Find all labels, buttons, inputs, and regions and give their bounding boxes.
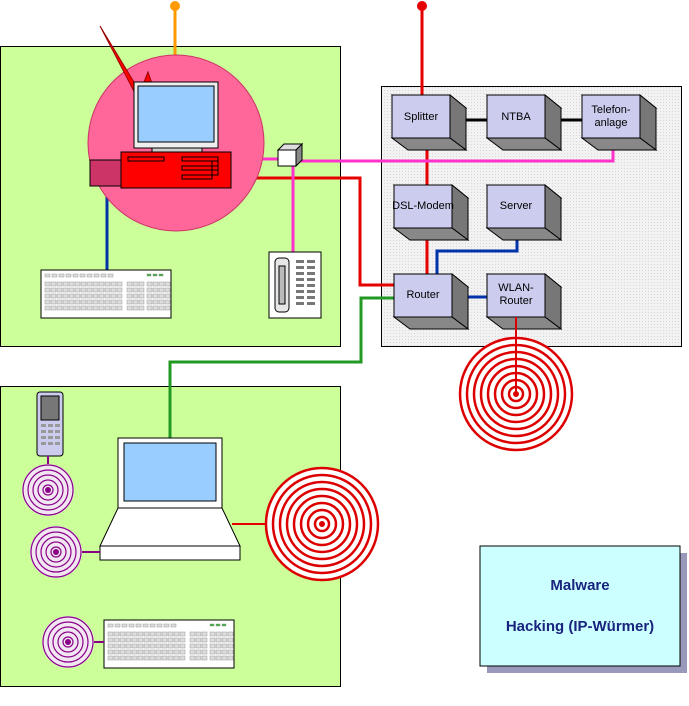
splitter-label: Splitter — [404, 111, 439, 123]
signal-ring — [313, 515, 331, 533]
ntba-box: NTBA — [485, 93, 563, 151]
signal-ring — [52, 626, 84, 658]
signal-ring — [285, 487, 359, 561]
laptop-icon — [99, 437, 241, 561]
signal-ring — [299, 501, 345, 547]
wlan-router-label-2: Router — [499, 295, 532, 307]
ntba-label: NTBA — [501, 111, 531, 123]
signal-ring — [278, 480, 366, 568]
dsl-modem-box: DSL-Modem — [392, 183, 470, 241]
router-box: Router — [392, 272, 470, 330]
tae-socket-icon — [276, 142, 304, 168]
laptop-wlan-signal — [264, 466, 380, 582]
signal-ring — [32, 474, 64, 506]
info-hacking: Hacking (IP-Würmer) — [506, 618, 654, 635]
desk-phone-icon — [268, 251, 322, 319]
dsl-modem-label: DSL-Modem — [392, 200, 454, 212]
red-antenna — [417, 1, 427, 96]
signal-ring — [57, 631, 79, 653]
keyboard-wireless-signal — [42, 616, 94, 668]
wlan-router-box: WLAN- Router — [485, 272, 563, 330]
router-label: Router — [406, 289, 439, 301]
laptop-bluetooth-signal — [30, 526, 82, 578]
info-box: Malware Hacking (IP-Würmer) — [479, 545, 687, 673]
wlan-router-label-1: WLAN- — [498, 282, 534, 294]
signal-ring — [42, 616, 94, 668]
pc-keyboard-icon — [40, 269, 172, 319]
pc-icon — [89, 81, 232, 189]
signal-ring — [271, 473, 373, 575]
signal-ring — [42, 484, 54, 496]
telefonanlage-label-1: Telefon- — [591, 104, 630, 116]
signal-ring — [264, 466, 380, 582]
telefonanlage-box: Telefon- anlage — [580, 93, 658, 151]
signal-ring — [50, 546, 62, 558]
info-malware: Malware — [550, 577, 609, 594]
server-box: Server — [485, 183, 563, 241]
signal-ring — [35, 531, 77, 573]
signal-ring — [292, 494, 352, 554]
splitter-box: Splitter — [390, 93, 468, 151]
signal-ring — [27, 469, 69, 511]
mobile-keyboard-icon — [103, 619, 235, 669]
signal-ring — [45, 541, 67, 563]
signal-ring — [30, 526, 82, 578]
signal-ring — [62, 636, 74, 648]
signal-ring — [47, 621, 89, 663]
server-label: Server — [500, 200, 533, 212]
signal-ring — [37, 479, 59, 501]
cable-server-router — [435, 232, 519, 276]
mobile-phone-icon — [36, 391, 64, 457]
cable-laptop-router — [168, 296, 396, 438]
mobile-phone-wireless-signal — [22, 464, 74, 516]
telefonanlage-label-2: anlage — [594, 117, 627, 129]
signal-ring — [40, 536, 72, 568]
signal-ring — [306, 508, 338, 540]
signal-ring — [22, 464, 74, 516]
